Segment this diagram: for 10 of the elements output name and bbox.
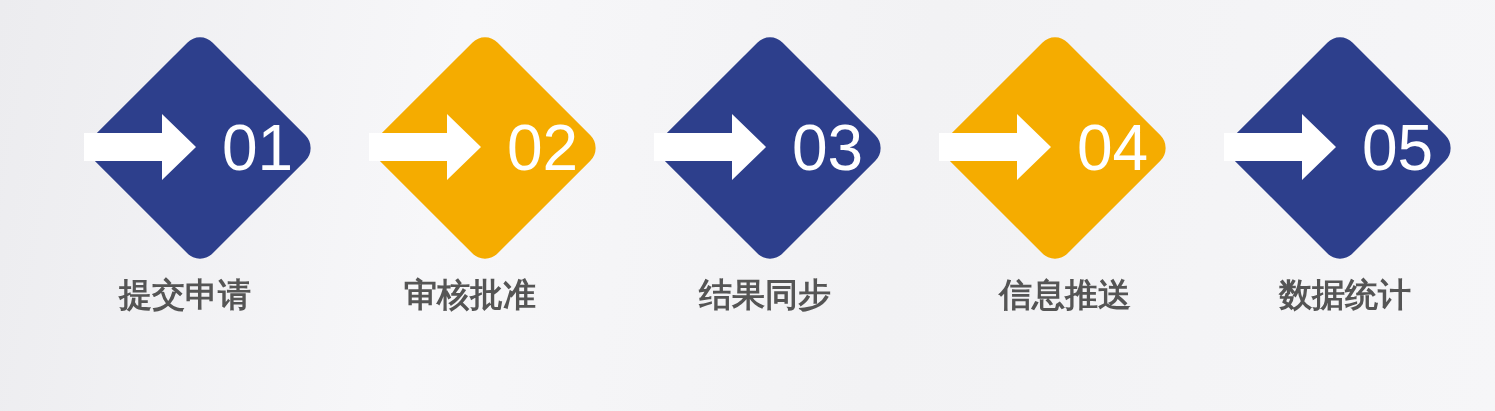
step-label: 审核批准 [404, 275, 536, 315]
step-label: 信息推送 [999, 275, 1131, 315]
step-label: 结果同步 [699, 275, 831, 315]
step-label: 提交申请 [119, 275, 251, 315]
step-number: 03 [792, 112, 864, 184]
step-number: 02 [507, 112, 579, 184]
step-number: 04 [1077, 112, 1149, 184]
step-number: 05 [1362, 112, 1434, 184]
step-label: 数据统计 [1279, 275, 1411, 315]
step-number: 01 [222, 112, 294, 184]
